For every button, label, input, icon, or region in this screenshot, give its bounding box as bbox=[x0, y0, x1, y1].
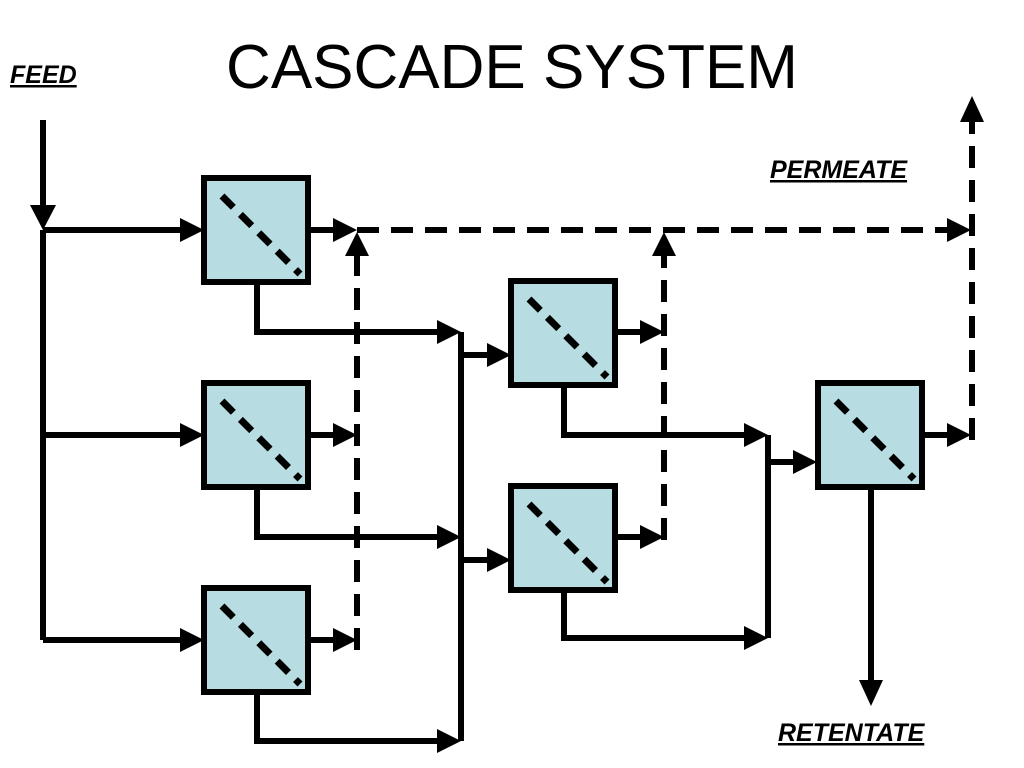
stage3-outlets bbox=[859, 423, 971, 706]
feed-lines bbox=[30, 120, 204, 652]
membrane-module-s2-1 bbox=[508, 278, 618, 388]
feed-label: FEED bbox=[10, 61, 77, 89]
stage1-retentate-lines bbox=[254, 284, 511, 753]
membrane-module-s1-1 bbox=[201, 175, 311, 285]
permeate-arrowhead bbox=[960, 96, 984, 122]
membrane-module-s1-3 bbox=[201, 585, 311, 695]
stage2-retentate-lines bbox=[561, 386, 817, 650]
permeate-collection-lines bbox=[345, 96, 984, 650]
membrane-module-s2-2 bbox=[508, 483, 618, 593]
retentate-label: RETENTATE bbox=[778, 719, 926, 747]
retentate-arrowhead bbox=[859, 680, 883, 706]
stage2-permeate-outlets bbox=[617, 320, 664, 549]
membrane-module-s3-1 bbox=[815, 380, 925, 490]
page-title: CASCADE SYSTEM bbox=[226, 33, 798, 102]
stage1-permeate-outlets bbox=[310, 218, 357, 652]
permeate-label: PERMEATE bbox=[770, 156, 908, 184]
feed-arrowhead bbox=[30, 205, 56, 230]
membrane-module-s1-2 bbox=[201, 380, 311, 490]
